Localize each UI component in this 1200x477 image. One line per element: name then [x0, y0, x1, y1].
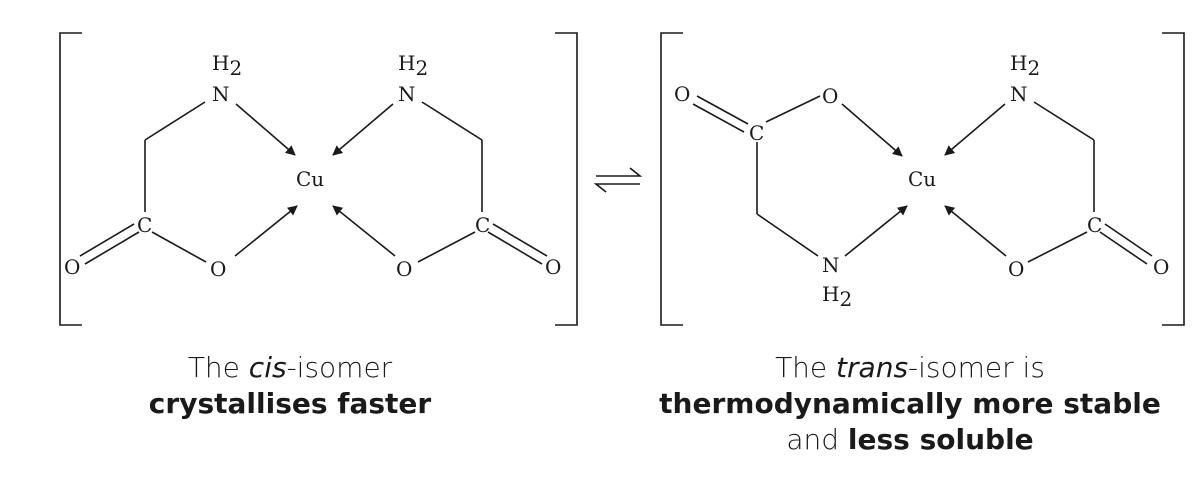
cis-atom-labels: H2 N H2 N Cu C C O O O O — [64, 51, 561, 281]
forward-half-arrow — [596, 167, 643, 177]
cis-bond-n-ch2-left — [144, 101, 206, 141]
trans-caption-and: and — [786, 423, 848, 456]
cis-c-left: C — [137, 213, 152, 237]
cis-caption-suffix: -isomer — [286, 351, 393, 384]
cis-h2-right: H2 — [398, 51, 428, 80]
trans-caption-line-3: and less soluble — [610, 422, 1200, 458]
trans-dative-arrow-n-right — [944, 103, 1006, 156]
cis-n-left: N — [212, 82, 230, 106]
trans-c-right: C — [1087, 213, 1102, 237]
cis-right-bracket — [555, 32, 578, 326]
trans-caption-prefix: trans — [836, 351, 909, 384]
trans-c-left: C — [749, 121, 764, 145]
cis-o-carbonyl-right: O — [545, 255, 561, 279]
trans-double-bond-right-a — [1104, 223, 1153, 257]
cis-n-right: N — [398, 82, 416, 106]
cis-o-bridge-left: O — [210, 257, 226, 281]
trans-bond-ch2-n-left — [756, 213, 819, 257]
trans-n-right: N — [1010, 82, 1028, 106]
trans-dative-arrow-o-left — [841, 103, 903, 157]
cis-caption-prefix: cis — [248, 351, 287, 384]
trans-caption-suffix: -isomer is — [908, 351, 1045, 384]
trans-n-left: N — [822, 253, 840, 277]
cis-double-bond-left-a — [79, 223, 135, 257]
trans-left-bracket — [660, 32, 683, 326]
cis-double-bond-right-b — [487, 231, 543, 265]
cis-left-bracket — [59, 32, 82, 326]
trans-caption: The trans-isomer is thermodynamically mo… — [610, 350, 1200, 458]
cis-caption-line-2: crystallises faster — [100, 386, 480, 422]
cis-caption-the: The — [187, 351, 249, 384]
cis-h2-left: H2 — [212, 51, 242, 80]
cis-c-right: C — [475, 213, 490, 237]
cis-complex — [59, 32, 578, 326]
trans-cu: Cu — [908, 167, 936, 191]
cis-cu: Cu — [296, 167, 324, 191]
cis-caption-bold: crystallises faster — [148, 387, 432, 420]
cis-bond-n-ch2-right — [421, 101, 483, 141]
trans-dative-arrow-n-left — [844, 205, 908, 257]
cis-bond-c-o-left — [151, 231, 207, 263]
cis-o-carbonyl-left: O — [64, 255, 80, 279]
trans-h2-right: H2 — [1010, 51, 1040, 80]
trans-caption-line-2: thermodynamically more stable — [610, 386, 1200, 422]
trans-complex — [660, 32, 1185, 326]
cis-dative-arrow-n-right — [332, 103, 394, 156]
trans-right-bracket — [1162, 32, 1185, 326]
trans-o-carbonyl-right: O — [1153, 255, 1169, 279]
trans-bond-n-ch2-right — [1033, 101, 1095, 141]
cis-bond-c-o-right — [417, 231, 476, 263]
trans-bond-c-o-left — [765, 95, 821, 123]
trans-double-bond-right-b — [1099, 231, 1148, 265]
trans-caption-line-1: The trans-isomer is — [610, 350, 1200, 386]
reverse-half-arrow — [593, 183, 640, 193]
cis-caption-line-1: The cis-isomer — [100, 350, 480, 386]
cis-double-bond-left-b — [84, 231, 140, 265]
trans-double-bond-left-b — [692, 103, 745, 133]
trans-double-bond-left-a — [696, 95, 749, 125]
cis-o-bridge-right: O — [396, 257, 412, 281]
cis-caption: The cis-isomer crystallises faster — [100, 350, 480, 422]
cis-dative-arrow-o-left — [234, 205, 298, 257]
trans-h2-left: H2 — [822, 282, 852, 311]
trans-o-bridge-left: O — [822, 84, 838, 108]
trans-o-carbonyl-left: O — [674, 82, 690, 106]
cis-dative-arrow-o-right — [332, 205, 396, 257]
trans-dative-arrow-o-right — [944, 205, 1007, 257]
trans-caption-bold-tail: less soluble — [847, 423, 1034, 456]
equilibrium-arrow — [593, 167, 643, 193]
trans-caption-bold: thermodynamically more stable — [659, 387, 1161, 420]
cis-dative-arrow-n-left — [235, 103, 296, 156]
trans-o-bridge-right: O — [1008, 257, 1024, 281]
cis-double-bond-right-a — [492, 223, 548, 257]
trans-bond-c-o-right — [1027, 231, 1088, 263]
trans-caption-the: The — [775, 351, 837, 384]
trans-atom-labels: O O C H2 N Cu C N H2 O O — [674, 51, 1169, 311]
